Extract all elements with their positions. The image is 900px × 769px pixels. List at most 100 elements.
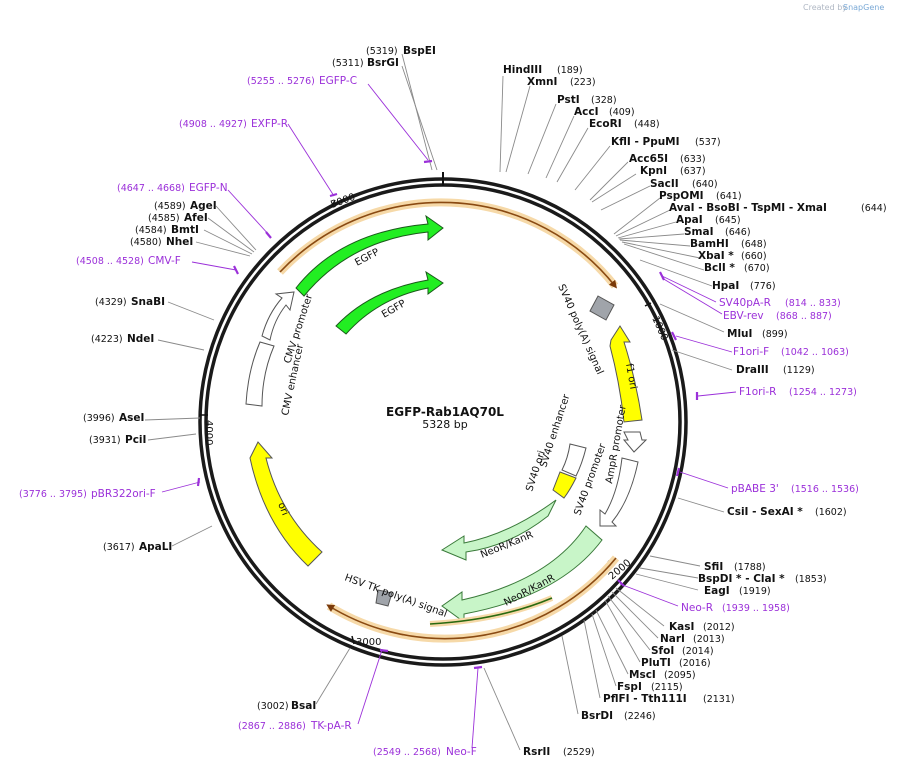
site-name-afei: AfeI xyxy=(184,212,208,224)
site-name-ndei: NdeI xyxy=(127,333,154,345)
site-pos-bcli: (670) xyxy=(744,263,770,274)
site-name-sfoi: SfoI xyxy=(651,645,674,657)
site-pos-fspi: (2115) xyxy=(651,682,683,693)
primer-labels: (5255 .. 5276) EGFP-C (4908 .. 4927) EXF… xyxy=(19,75,859,758)
site-pos-hindiii: (189) xyxy=(557,65,583,76)
feature-label-sv40-ori: SV40 ori xyxy=(524,449,547,492)
site-name-pflfi-tth111i: PflFI - Tth111I xyxy=(603,693,687,705)
site-pos-kpni: (637) xyxy=(680,166,706,177)
site-name-bspdi-clai: BspDI * - ClaI * xyxy=(698,573,785,585)
site-pos-asei: (3996) xyxy=(83,413,115,424)
primer-name-egfp-n: EGFP-N xyxy=(189,182,228,194)
site-name-msci: MscI xyxy=(629,669,656,681)
site-name-kpni: KpnI xyxy=(640,165,667,177)
feature-egfp-inner xyxy=(335,270,444,335)
site-name-bsrgi: BsrGI xyxy=(367,57,399,69)
site-name-nari: NarI xyxy=(660,633,685,645)
site-name-pluti: PluTI xyxy=(641,657,671,669)
credit-brand[interactable]: SnapGene xyxy=(843,3,884,12)
primer-pos-cmv-f: (4508 .. 4528) xyxy=(76,256,144,267)
site-pos-bspdi-clai: (1853) xyxy=(795,574,827,585)
site-pos-bsrdi: (2246) xyxy=(624,711,656,722)
primer-name-f1ori-f: F1ori-F xyxy=(733,346,769,358)
feature-label-ori: ori xyxy=(275,501,290,517)
tick-label-3000: 3000 xyxy=(356,637,381,648)
tick-label-4000: 4000 xyxy=(203,420,214,445)
site-pos-nhei: (4580) xyxy=(130,237,162,248)
feature-neor-orf-arrow xyxy=(429,597,553,625)
site-pos-agei: (4589) xyxy=(154,201,186,212)
site-name-apali: ApaLI xyxy=(139,541,172,553)
site-pos-bsrgi: (5311) xyxy=(332,58,364,69)
site-pos-bsai: (3002) xyxy=(257,701,289,712)
primer-name-cmv-f: CMV-F xyxy=(148,255,181,267)
site-name-bcli: BclI * xyxy=(704,262,735,274)
primer-name-ebv-rev: EBV-rev xyxy=(723,310,764,322)
site-pos-apai: (645) xyxy=(715,215,741,226)
site-pos-bspei: (5319) xyxy=(366,46,398,57)
site-pos-hpai: (776) xyxy=(750,281,776,292)
primer-pos-pbabe-3: (1516 .. 1536) xyxy=(791,484,859,495)
site-name-xbai: XbaI * xyxy=(698,250,734,262)
site-name-ecori: EcoRI xyxy=(589,118,622,130)
feature-cmv-promoter xyxy=(261,291,295,341)
primer-pos-neo-f: (2549 .. 2568) xyxy=(373,747,441,758)
plasmid-size: 5328 bp xyxy=(422,418,467,431)
primer-pos-tk-pa-r: (2867 .. 2886) xyxy=(238,721,306,732)
site-pos-bmti: (4584) xyxy=(135,225,167,236)
tick-1000 xyxy=(644,302,652,307)
site-pos-pluti: (2016) xyxy=(679,658,711,669)
site-pos-draiii: (1129) xyxy=(783,365,815,376)
site-pos-pcii: (3931) xyxy=(89,435,121,446)
plasmid-name: EGFP-Rab1AQ70L xyxy=(386,405,504,419)
feature-neor-outer xyxy=(441,525,603,623)
feature-sv40-ori xyxy=(552,471,577,499)
feature-ampr-promoter xyxy=(622,431,648,453)
site-name-bmti: BmtI xyxy=(171,224,199,236)
site-pos-psti: (328) xyxy=(591,95,617,106)
primer-name-tk-pa-r: TK-pA-R xyxy=(310,720,352,732)
site-name-csii-sexai: CsiI - SexAI * xyxy=(727,506,803,518)
feature-sv40-enhancer xyxy=(561,443,587,477)
site-pos-eagi: (1919) xyxy=(739,586,771,597)
tick-5000 xyxy=(331,199,336,208)
site-name-xmni: XmnI xyxy=(527,76,557,88)
site-labels: (5319) BspEI (5311) BsrGI HindIII (189) … xyxy=(83,45,887,758)
site-name-sacii: SacII xyxy=(650,178,679,190)
site-name-sfii: SfiI xyxy=(704,561,723,573)
feature-f1-ori xyxy=(609,325,643,423)
site-name-rsrii: RsrII xyxy=(523,746,550,758)
feature-hsv-tk-polya xyxy=(375,589,393,607)
primer-name-f1ori-r: F1ori-R xyxy=(739,386,776,398)
site-name-snabi: SnaBI xyxy=(131,296,165,308)
primer-pos-sv40pa-r: (814 .. 833) xyxy=(785,298,841,309)
feature-neor-inner xyxy=(440,499,557,561)
site-pos-nari: (2013) xyxy=(693,634,725,645)
site-name-mlui: MluI xyxy=(727,328,752,340)
feature-cmv-enhancer xyxy=(245,341,275,407)
site-name-hpai: HpaI xyxy=(712,280,739,292)
site-pos-afei: (4585) xyxy=(148,213,180,224)
primer-pos-pbr322ori-f: (3776 .. 3795) xyxy=(19,489,87,500)
credit-prefix: Created by xyxy=(803,3,847,12)
site-name-hindiii: HindIII xyxy=(503,64,542,76)
site-pos-snabi: (4329) xyxy=(95,297,127,308)
site-name-smai: SmaI xyxy=(684,226,714,238)
site-name-eagi: EagI xyxy=(704,585,730,597)
site-pos-mlui: (899) xyxy=(762,329,788,340)
site-pos-xbai: (660) xyxy=(741,251,767,262)
primer-pos-egfp-n: (4647 .. 4668) xyxy=(117,183,185,194)
primer-name-neo-r: Neo-R xyxy=(681,602,713,614)
orf-arcs xyxy=(277,198,620,643)
site-name-acc65i: Acc65I xyxy=(629,153,668,165)
site-name-draiii: DraIII xyxy=(736,364,769,376)
primer-name-neo-f: Neo-F xyxy=(446,746,477,758)
feature-egfp-outer xyxy=(295,214,444,297)
site-name-bsrdi: BsrDI xyxy=(581,710,613,722)
site-name-kfli-ppumi: KflI - PpuMI xyxy=(611,136,680,148)
site-pos-pflfi-tth111i: (2131) xyxy=(703,694,735,705)
primer-name-exfp-r: EXFP-R xyxy=(251,118,288,130)
site-name-asei: AseI xyxy=(119,412,144,424)
primer-pos-f1ori-r: (1254 .. 1273) xyxy=(789,387,857,398)
